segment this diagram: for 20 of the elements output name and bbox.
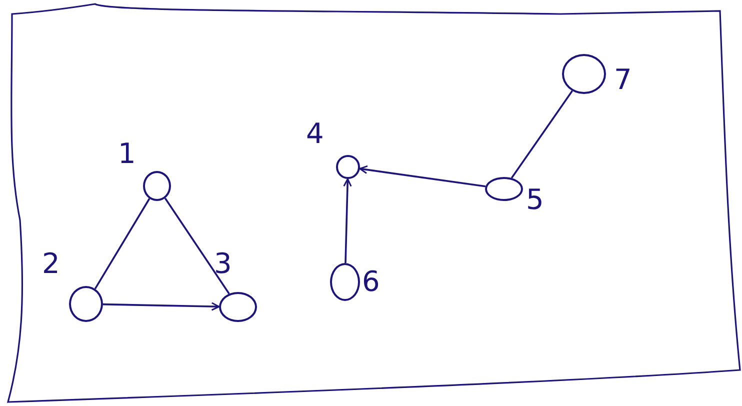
node-circle — [330, 263, 360, 301]
node-number: 4 — [306, 120, 324, 148]
connector-line — [510, 90, 573, 179]
node-number: 6 — [362, 268, 380, 296]
node-circle — [69, 286, 103, 322]
node-number: 1 — [118, 140, 136, 168]
node-number: 2 — [42, 250, 60, 278]
node-circle — [336, 155, 360, 179]
node-circle — [485, 177, 523, 201]
arrow — [102, 302, 220, 311]
arrow — [359, 165, 486, 188]
connector-line — [94, 198, 150, 290]
arrow — [343, 178, 352, 264]
node-circle — [562, 54, 606, 94]
node-number: 7 — [614, 66, 632, 94]
node-number: 3 — [214, 250, 232, 278]
connector-line — [164, 198, 230, 294]
node-circle — [143, 171, 171, 201]
node-circle — [219, 292, 257, 322]
node-number: 5 — [526, 186, 544, 214]
